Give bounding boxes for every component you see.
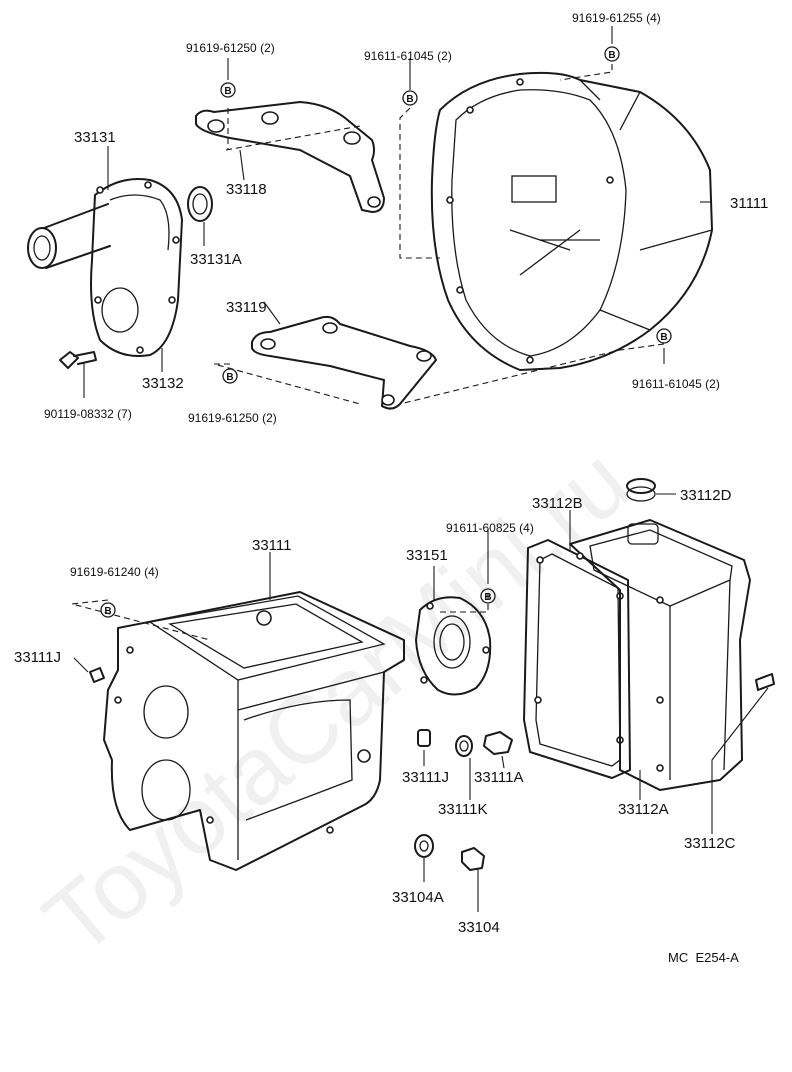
gasket-33104A bbox=[414, 834, 434, 858]
bracket-33118 bbox=[195, 101, 385, 213]
part-label: 33111A bbox=[474, 769, 524, 786]
pin-33112C bbox=[755, 673, 775, 691]
fastener-badge: B bbox=[220, 82, 236, 98]
assembly-lines bbox=[71, 64, 665, 641]
part-label: 33111J bbox=[14, 649, 61, 666]
svg-text:B: B bbox=[608, 50, 615, 61]
part-label: 33111J bbox=[402, 769, 449, 786]
fastener-label: 91619-61240 (4) bbox=[70, 565, 159, 579]
part-label: 33112B bbox=[532, 495, 583, 512]
svg-text:B: B bbox=[660, 332, 667, 343]
bolt-90119 bbox=[59, 351, 97, 369]
svg-text:B: B bbox=[104, 606, 111, 617]
plug-33111J-left bbox=[89, 667, 105, 683]
plug-33111A bbox=[483, 731, 513, 755]
part-label: 33119 bbox=[226, 299, 267, 316]
part-label: 31111 bbox=[730, 195, 768, 212]
fastener-label: 91611-61045 (2) bbox=[364, 49, 452, 63]
fastener-label: 91611-60825 (4) bbox=[446, 521, 534, 535]
svg-text:B: B bbox=[406, 94, 413, 105]
oil-seal-33131A bbox=[187, 186, 213, 222]
part-label: 33132 bbox=[142, 375, 184, 392]
bearing-retainer-33151 bbox=[415, 596, 492, 696]
fastener-badge: B bbox=[604, 46, 620, 62]
fastener-badge: B bbox=[222, 368, 238, 384]
part-label: 33111 bbox=[252, 537, 292, 554]
plug-33111J-mid bbox=[417, 729, 431, 747]
part-label: 33112C bbox=[684, 835, 736, 852]
bracket-33119 bbox=[251, 315, 437, 410]
part-label: 33131 bbox=[74, 129, 116, 146]
part-label: 33112A bbox=[618, 801, 669, 818]
clutch-housing-31111 bbox=[430, 71, 713, 371]
fastener-label: 91611-61045 (2) bbox=[632, 377, 720, 391]
svg-text:B: B bbox=[484, 592, 491, 603]
diagram-reference-code: MC E254-A bbox=[668, 950, 739, 965]
fastener-label: 91619-61250 (2) bbox=[186, 41, 275, 55]
bush-33112D bbox=[626, 478, 656, 502]
part-label: 33111K bbox=[438, 801, 488, 818]
svg-text:B: B bbox=[226, 372, 233, 383]
fastener-badge: B bbox=[480, 588, 496, 604]
fastener-badge: B bbox=[656, 328, 672, 344]
svg-text:B: B bbox=[224, 86, 231, 97]
part-label: 33104 bbox=[458, 919, 500, 936]
part-label: 33104A bbox=[392, 889, 444, 906]
leader-lines bbox=[73, 26, 769, 912]
gasket-33112B bbox=[523, 539, 631, 779]
part-label: 33118 bbox=[226, 181, 267, 198]
fastener-label: 90119-08332 (7) bbox=[44, 407, 132, 421]
fastener-label: 91619-61255 (4) bbox=[572, 11, 661, 25]
fastener-badge: B bbox=[100, 602, 116, 618]
fastener-label: 91619-61250 (2) bbox=[188, 411, 277, 425]
fastener-badge: B bbox=[402, 90, 418, 106]
part-label: 33112D bbox=[680, 487, 732, 504]
part-label: 33131A bbox=[190, 251, 242, 268]
cover-33112A bbox=[569, 519, 751, 791]
transmission-case-33111 bbox=[103, 591, 405, 871]
part-label: 33151 bbox=[406, 547, 448, 564]
extension-housing-33131 bbox=[27, 178, 183, 357]
gasket-33111K bbox=[455, 735, 473, 757]
plug-33104 bbox=[461, 847, 485, 871]
